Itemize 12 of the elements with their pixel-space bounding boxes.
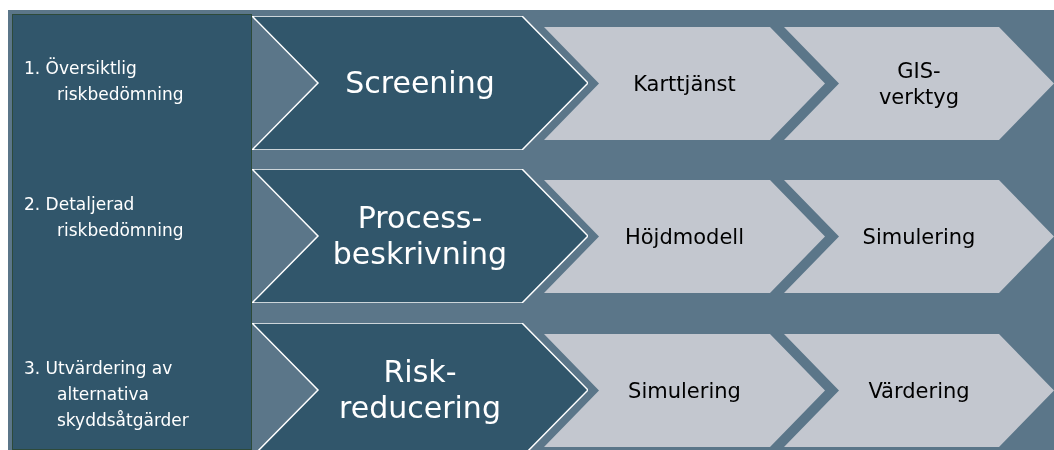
stage-item-text: 1. Översiktlig riskbedömning: [24, 56, 185, 106]
stage-item-text: 3. Utvärdering av alternativa skyddsåtgärder: [24, 357, 190, 432]
chevron-label: Risk- reducering: [338, 354, 502, 426]
chevron-label: Värdering: [868, 377, 970, 404]
chevron-label: Höjdmodell: [625, 223, 744, 250]
chevron-label: Process- beskrivning: [331, 200, 509, 272]
chevron-label: GIS- verktyg: [877, 57, 961, 110]
chevron-label: Karttjänst: [633, 70, 736, 97]
chevron-label: Simulering: [862, 223, 976, 250]
chevron-label: Simulering: [628, 377, 741, 404]
stage-item-text: 2. Detaljerad riskbedömning: [24, 193, 185, 242]
chevron-label: Screening: [345, 65, 495, 101]
